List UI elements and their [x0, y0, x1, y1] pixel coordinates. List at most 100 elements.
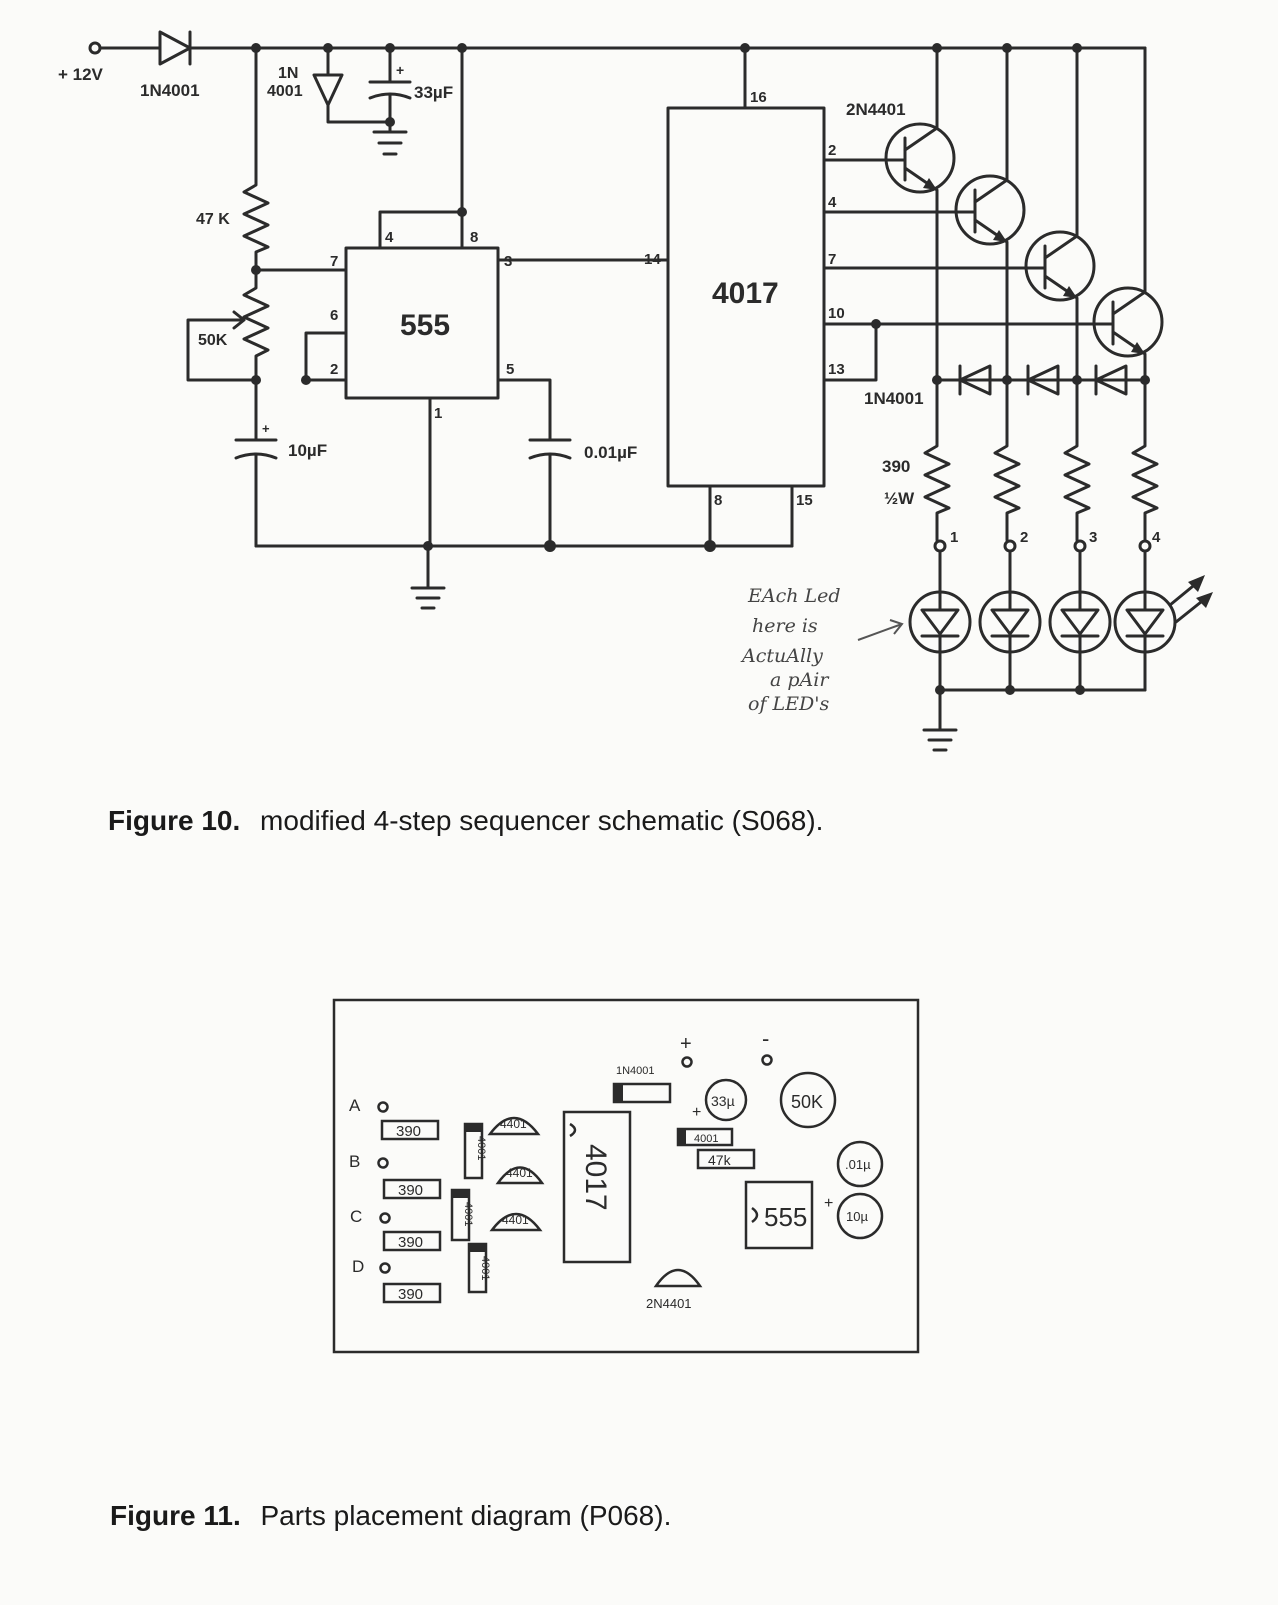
pcb-plus-pad [681, 1056, 693, 1068]
output-label-3: 3 [1089, 529, 1097, 546]
pcb-ic-555 [744, 1180, 814, 1250]
pcb-d-top-band [614, 1084, 623, 1102]
pin-555-6: 6 [330, 307, 338, 324]
r47k-symbol [242, 46, 270, 274]
row-labels: A B C D [349, 1096, 364, 1276]
ic-4017-output-wires [822, 158, 1100, 382]
figure-10-label: Figure 10. [108, 805, 240, 836]
pin-4017-10: 10 [828, 305, 845, 322]
r47k-label: 47 K [196, 211, 230, 228]
ic-555-wires [254, 46, 670, 382]
supply-cap-plus: + [396, 62, 404, 78]
ic-4017-label: 4017 [712, 277, 779, 310]
pcb-d-mid-band [678, 1129, 686, 1145]
pcb-vertical-diodes: 4001 4001 4001 [450, 1122, 491, 1294]
pcb-c33-plus: + [692, 1104, 701, 1121]
pcb-d-top-label: 1N4001 [616, 1065, 655, 1077]
supply-cap-label: 33µF [414, 83, 453, 102]
ground-bus [254, 544, 794, 610]
pcb-outline [332, 998, 920, 1354]
pcb-c01 [836, 1140, 884, 1188]
pcb-r4-label: 390 [398, 1286, 423, 1303]
pcb-vd1-label: 4001 [475, 1136, 487, 1160]
row-label-c: C [350, 1207, 362, 1226]
diode-chain-label: 1N4001 [864, 389, 924, 408]
timing-cap-symbol [234, 378, 278, 548]
pcb-plus-label: + [680, 1033, 692, 1055]
output-label-1: 1 [950, 529, 958, 546]
transistor-q3 [1024, 46, 1096, 382]
led-resistor-label-1: 390 [882, 457, 910, 476]
pcb-ic-555-label: 555 [764, 1202, 807, 1232]
led-ground [922, 688, 1147, 752]
pcb-r1-label: 390 [396, 1123, 421, 1140]
supply-label: + 12V [58, 65, 104, 84]
led-ground-junctions [935, 685, 1085, 695]
ic-555-box [344, 246, 500, 400]
output-label-4: 4 [1152, 529, 1161, 546]
pin-555-2: 2 [330, 361, 338, 378]
note-arrow [857, 619, 904, 641]
output-labels: 1 2 3 4 [950, 529, 1161, 546]
pcb-pot [779, 1071, 837, 1129]
pin-4017-14: 14 [644, 251, 661, 268]
pcb-d-mid-label: 4001 [694, 1133, 718, 1145]
pcb-resistors-390: 390 390 390 390 [380, 1119, 442, 1304]
parts-placement: A B C D 390 390 390 390 4001 4001 4 [332, 998, 920, 1354]
note-line-1: EAch Led [747, 585, 841, 607]
ctrl-cap-label: 0.01µF [584, 443, 637, 462]
pin-555-5: 5 [506, 361, 514, 378]
pcb-minus-label: - [762, 1026, 769, 1051]
transistor-q1 [884, 46, 956, 382]
led-resistors [923, 378, 1159, 542]
pin-555-7: 7 [330, 253, 338, 270]
pcb-transistors: 4401 4401 4401 2N4401 [487, 1116, 703, 1311]
pcb-c01-label: .01µ [845, 1157, 871, 1172]
schematic: + 12V 1N4001 1N 4001 + 33µF 47 K 50K + [58, 30, 1213, 752]
pcb-minus-pad [761, 1054, 773, 1066]
pcb-pot-label: 50K [791, 1092, 823, 1112]
pins-555: 4 8 7 3 6 2 5 1 [330, 229, 514, 422]
ground-symbol-1 [372, 120, 408, 156]
output-terminals [933, 539, 1152, 594]
pin-4017-2: 2 [828, 142, 836, 159]
note-line-2: here is [752, 615, 818, 637]
pcb-ic-4017 [562, 1110, 632, 1264]
output-label-2: 2 [1020, 529, 1028, 546]
pot-label: 50K [198, 332, 228, 349]
pin-4017-7: 7 [828, 251, 836, 268]
pin-4017-8: 8 [714, 492, 722, 509]
figure-10-caption: Figure 10. modified 4-step sequencer sch… [108, 805, 823, 836]
pin-4017-4: 4 [828, 194, 837, 211]
ic-555-label: 555 [400, 309, 450, 342]
pin-4017-16: 16 [750, 89, 767, 106]
pin-555-1: 1 [434, 405, 442, 422]
protect-diode-label-1: 1N [278, 65, 298, 82]
protect-diode-symbol [312, 46, 392, 124]
row-label-b: B [349, 1152, 360, 1171]
pcb-c10 [836, 1192, 884, 1240]
junction-10-13 [871, 319, 881, 329]
junction-8 [457, 207, 467, 217]
note-line-4: a pAir [770, 669, 830, 691]
pcb-c10-label: 10µ [846, 1209, 868, 1224]
pot-symbol [242, 268, 270, 382]
row-label-a: A [349, 1096, 361, 1115]
pcb-c33-label: 33µ [711, 1093, 735, 1109]
pcb-r2-label: 390 [398, 1182, 423, 1199]
pcb-c10-plus: + [824, 1195, 833, 1212]
timing-cap-plus: + [262, 421, 270, 436]
led-resistor-label-2: ½W [884, 489, 915, 508]
transistor-q4 [1092, 46, 1164, 382]
pcb-ic-555-notch [751, 1206, 759, 1224]
pcb-q1-label: 4401 [500, 1117, 527, 1131]
input-diode-label: 1N4001 [140, 81, 200, 100]
pin-4017-13: 13 [828, 361, 845, 378]
ic-4017-power-wires [708, 46, 794, 548]
pins-4017: 16 14 2 4 7 10 13 8 15 [644, 89, 845, 509]
protect-diode-label-2: 4001 [267, 83, 303, 100]
pcb-ic-4017-notch [569, 1122, 577, 1138]
input-diode-symbol [158, 30, 192, 66]
pin-555-8: 8 [470, 229, 478, 246]
pcb-q3-label: 4401 [502, 1213, 529, 1227]
